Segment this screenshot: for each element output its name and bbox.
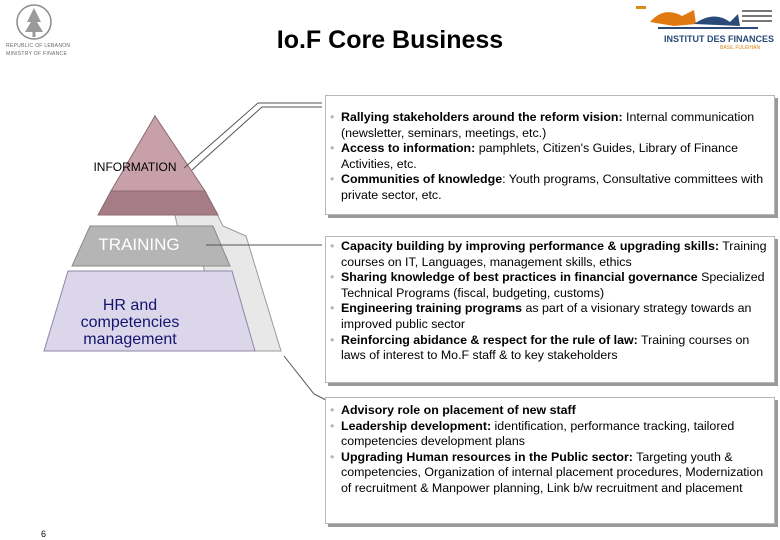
list-item: Advisory role on placement of new staff	[328, 403, 770, 419]
list-item-text: Specialized Technical Programs (fiscal, …	[341, 270, 765, 300]
hr-panel: Advisory role on placement of new staff …	[325, 397, 775, 524]
pyramid-top-base	[97, 190, 219, 216]
list-item-text: : Youth programs, Consultative committee…	[341, 172, 764, 202]
institut-des-finances-logo: INSTITUT DES FINANCES BASIL FULEIHAN	[634, 2, 776, 52]
institut-logo-graphic-icon: INSTITUT DES FINANCES BASIL FULEIHAN	[636, 6, 774, 51]
list-item: Communities of knowledge: Youth programs…	[328, 172, 766, 203]
institut-subname: BASIL FULEIHAN	[720, 45, 760, 51]
ministry-name: REPUBLIC OF LEBANON MINISTRY OF FINANCE	[6, 42, 70, 58]
list-item: Capacity building by improving performan…	[328, 239, 770, 270]
connector-line-information	[183, 102, 322, 169]
training-panel: Capacity building by improving performan…	[325, 236, 775, 383]
list-item-heading: Access to information:	[341, 141, 476, 156]
ministry-name-line1: REPUBLIC OF LEBANON	[6, 43, 71, 49]
ministry-name-line2: MINISTRY OF FINANCE	[6, 51, 68, 57]
list-item: Rallying stakeholders around the reform …	[328, 110, 766, 141]
list-item-heading: Reinforcing abidance & respect for the r…	[341, 332, 638, 347]
connector-line-hr	[283, 355, 327, 401]
list-item: Reinforcing abidance & respect for the r…	[328, 333, 770, 364]
list-item-heading: Advisory role on placement of new staff	[341, 403, 576, 417]
ministry-emblem-icon	[16, 4, 52, 40]
list-item-text: Targeting youth & competencies, Organiza…	[341, 449, 764, 495]
page-title: Io.F Core Business	[276, 26, 504, 54]
page-number: 6	[41, 529, 47, 539]
connector-line-information-2	[191, 106, 322, 171]
pyramid-label-information: INFORMATION	[93, 160, 177, 174]
list-item: Upgrading Human resources in the Public …	[328, 450, 770, 497]
list-item: Sharing knowledge of best practices in f…	[328, 270, 770, 301]
pyramid-label-hr: HR and competencies management	[80, 297, 180, 348]
list-item-heading: Sharing knowledge of best practices in f…	[341, 270, 698, 285]
institut-name: INSTITUT DES FINANCES	[664, 34, 774, 44]
information-panel: Rallying stakeholders around the reform …	[325, 95, 775, 215]
list-item-text: identification, performance tracking, ta…	[341, 418, 735, 449]
list-item-text: pamphlets, Citizen's Guides, Library of …	[341, 141, 738, 171]
list-item-heading: Upgrading Human resources in the Public …	[341, 449, 633, 464]
list-item-text: Training courses on laws of interest to …	[341, 332, 750, 363]
list-item-text: Internal communication (newsletter, semi…	[341, 110, 755, 140]
list-item-heading: Capacity building by improving performan…	[341, 239, 719, 253]
pyramid-middle-tier	[71, 225, 231, 267]
list-item-heading: Communities of knowledge	[341, 172, 503, 187]
list-item: Engineering training programs as part of…	[328, 301, 770, 332]
pyramid-label-training: TRAINING	[98, 235, 180, 254]
hr-bullet-list: Advisory role on placement of new staff …	[326, 398, 774, 497]
list-item-heading: Rallying stakeholders around the reform …	[341, 110, 623, 124]
training-bullet-list: Capacity building by improving performan…	[326, 237, 774, 364]
list-item-text: as part of a visionary strategy towards …	[341, 301, 752, 331]
pyramid-top-tier	[110, 115, 206, 192]
list-item: Access to information: pamphlets, Citize…	[328, 141, 766, 172]
list-item-text: Training courses on IT, Languages, manag…	[341, 239, 767, 269]
pyramid-bottom-tier	[43, 270, 256, 352]
information-bullet-list: Rallying stakeholders around the reform …	[326, 96, 774, 204]
list-item-heading: Leadership development:	[341, 418, 492, 433]
list-item: Leadership development: identification, …	[328, 419, 770, 450]
list-item-heading: Engineering training programs	[341, 301, 523, 316]
